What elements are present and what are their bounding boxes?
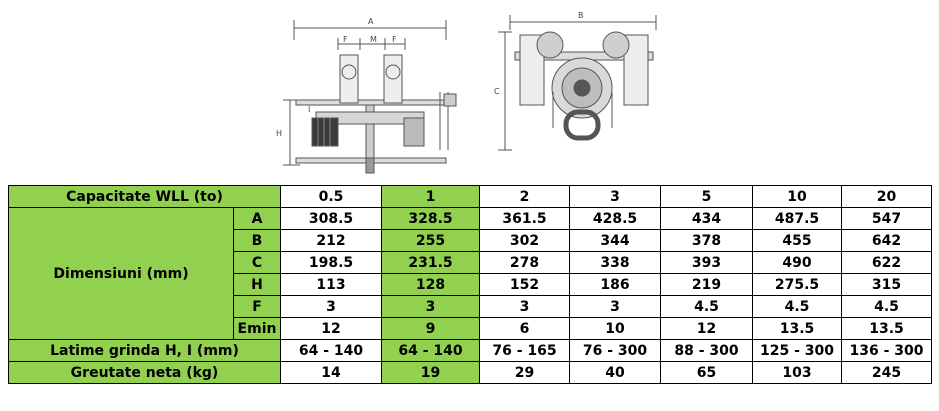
dimension-row-c: C 198.5 231.5 278 338 393 490 622 [9, 251, 933, 274]
value-cell: 315 [841, 273, 933, 296]
value-cell: 547 [841, 207, 933, 230]
specification-table: Capacitate WLL (to) 0.5 1 2 3 5 10 20 Di… [7, 185, 933, 384]
dimension-key: C [232, 251, 282, 274]
capacity-cell: 2 [479, 185, 571, 208]
dim-label-f-right: F [392, 35, 397, 44]
dimensions-header: Dimensiuni (mm) [8, 207, 234, 340]
dimension-row-a: Dimensiuni (mm) A 308.5 328.5 361.5 428.… [8, 207, 933, 340]
dimension-row-b: B 212 255 302 344 378 455 642 [9, 229, 933, 252]
value-cell: 434 [660, 207, 754, 230]
value-cell: 428.5 [569, 207, 662, 230]
value-cell: 3 [280, 295, 383, 318]
value-cell: 338 [569, 251, 662, 274]
value-cell-highlight: 9 [381, 317, 481, 340]
value-cell: 76 - 300 [569, 339, 662, 362]
beam-width-row: Latime grinda H, I (mm) 64 - 140 64 - 14… [7, 339, 933, 362]
dim-label-h: H [276, 129, 282, 138]
value-cell: 13.5 [841, 317, 933, 340]
value-cell-highlight: 128 [381, 273, 481, 296]
value-cell: 29 [479, 361, 571, 384]
value-cell: 136 - 300 [841, 339, 933, 362]
capacity-cell: 0.5 [280, 185, 383, 208]
dim-label-i: I [308, 105, 310, 114]
value-cell: 275.5 [752, 273, 843, 296]
value-cell: 3 [569, 295, 662, 318]
value-cell: 88 - 300 [660, 339, 754, 362]
value-cell: 490 [752, 251, 843, 274]
capacity-cell: 10 [752, 185, 843, 208]
dim-label-a: A [368, 17, 374, 26]
dim-label-f-left: F [343, 35, 348, 44]
value-cell: 10 [569, 317, 662, 340]
dim-label-m: M [370, 35, 377, 44]
value-cell: 198.5 [280, 251, 383, 274]
beam-width-header: Latime grinda H, I (mm) [7, 339, 282, 362]
value-cell-highlight: 231.5 [381, 251, 481, 274]
value-cell: 12 [660, 317, 754, 340]
value-cell-highlight: 19 [381, 361, 481, 384]
value-cell: 64 - 140 [280, 339, 383, 362]
side-view-drawing [283, 20, 457, 174]
capacity-row: Capacitate WLL (to) 0.5 1 2 3 5 10 20 [7, 185, 933, 208]
front-view-drawing [498, 15, 657, 151]
value-cell-highlight: 64 - 140 [381, 339, 481, 362]
dimension-key: B [232, 229, 282, 252]
value-cell: 76 - 165 [479, 339, 571, 362]
value-cell: 308.5 [280, 207, 383, 230]
value-cell: 393 [660, 251, 754, 274]
value-cell: 4.5 [752, 295, 843, 318]
value-cell: 245 [841, 361, 933, 384]
dimension-row-h: H 113 128 152 186 219 275.5 315 [9, 273, 933, 296]
value-cell: 622 [841, 251, 933, 274]
value-cell: 455 [752, 229, 843, 252]
value-cell: 152 [479, 273, 571, 296]
value-cell: 14 [280, 361, 383, 384]
dimension-key: F [232, 295, 282, 318]
value-cell: 13.5 [752, 317, 843, 340]
value-cell: 212 [280, 229, 383, 252]
dimension-key: H [232, 273, 282, 296]
value-cell: 6 [479, 317, 571, 340]
value-cell: 219 [660, 273, 754, 296]
value-cell: 4.5 [841, 295, 933, 318]
value-cell: 642 [841, 229, 933, 252]
dimension-row-emin: Emin 12 9 6 10 12 13.5 13.5 [9, 317, 933, 340]
value-cell: 103 [752, 361, 843, 384]
value-cell-highlight: 328.5 [381, 207, 481, 230]
capacity-cell: 3 [569, 185, 662, 208]
capacity-cell-highlight: 1 [381, 185, 481, 208]
technical-drawings: A F M F H I B C [276, 11, 657, 174]
dimension-key: A [232, 207, 282, 230]
capacity-cell: 20 [841, 185, 933, 208]
capacity-header: Capacitate WLL (to) [7, 185, 282, 208]
value-cell: 12 [280, 317, 383, 340]
net-weight-header: Greutate neta (kg) [7, 361, 282, 384]
value-cell: 186 [569, 273, 662, 296]
value-cell: 3 [479, 295, 571, 318]
value-cell: 278 [479, 251, 571, 274]
net-weight-row: Greutate neta (kg) 14 19 29 40 65 103 24… [7, 361, 933, 384]
dim-label-b: B [578, 11, 584, 20]
value-cell: 302 [479, 229, 571, 252]
dimension-key: Emin [232, 317, 282, 340]
dim-label-c: C [494, 87, 500, 96]
dimension-row-f: F 3 3 3 3 4.5 4.5 4.5 [9, 295, 933, 318]
value-cell: 378 [660, 229, 754, 252]
value-cell: 65 [660, 361, 754, 384]
value-cell: 40 [569, 361, 662, 384]
value-cell-highlight: 3 [381, 295, 481, 318]
value-cell: 487.5 [752, 207, 843, 230]
capacity-cell: 5 [660, 185, 754, 208]
value-cell: 344 [569, 229, 662, 252]
value-cell: 125 - 300 [752, 339, 843, 362]
value-cell-highlight: 255 [381, 229, 481, 252]
value-cell: 4.5 [660, 295, 754, 318]
value-cell: 361.5 [479, 207, 571, 230]
value-cell: 113 [280, 273, 383, 296]
